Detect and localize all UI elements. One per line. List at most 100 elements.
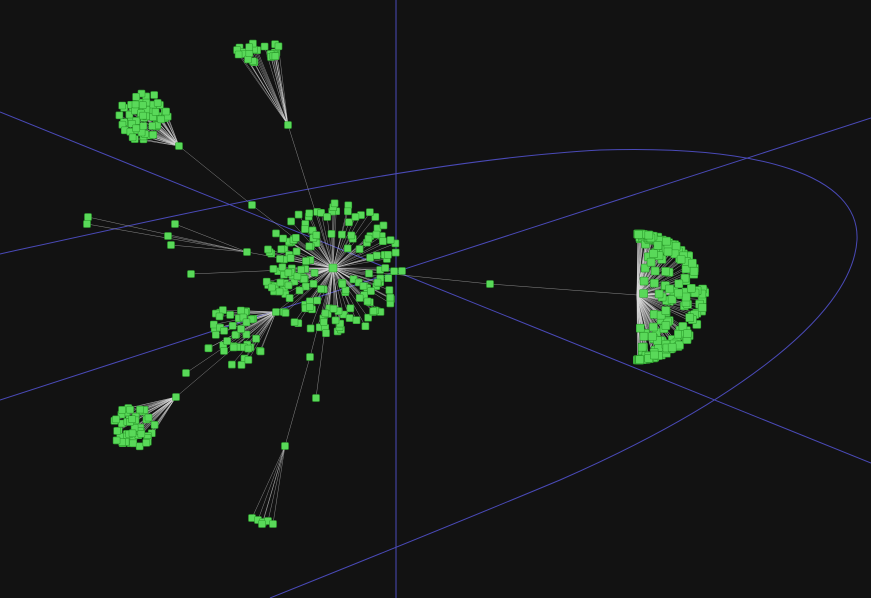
- hub-cluster-node[interactable]: [338, 230, 346, 239]
- hub-cluster-node[interactable]: [372, 251, 381, 260]
- bridge-node[interactable]: [398, 267, 406, 275]
- dome-cluster-node[interactable]: [639, 332, 649, 341]
- lower-left-cluster-node[interactable]: [112, 415, 120, 424]
- dome-cluster-node[interactable]: [654, 289, 664, 299]
- hub-cluster-node[interactable]: [347, 231, 356, 240]
- hub-cluster-node[interactable]: [363, 297, 372, 306]
- hub-cluster-node[interactable]: [302, 257, 310, 265]
- grid-cluster-node[interactable]: [231, 331, 240, 339]
- dome-cluster-node[interactable]: [648, 332, 657, 341]
- hub-cluster-node[interactable]: [321, 309, 330, 318]
- hub-cluster-node[interactable]: [292, 247, 301, 256]
- dome-cluster-node[interactable]: [639, 276, 649, 286]
- hub-cluster-node[interactable]: [346, 304, 355, 313]
- hub-cluster-node[interactable]: [297, 265, 306, 274]
- grid-cluster-node[interactable]: [237, 306, 245, 315]
- lower-left-cluster-node[interactable]: [126, 405, 134, 414]
- hub-cluster-node[interactable]: [310, 268, 319, 277]
- hub-cluster-node[interactable]: [379, 237, 387, 245]
- bridge-node[interactable]: [175, 142, 183, 150]
- grid-cluster-node[interactable]: [204, 344, 213, 353]
- bottom-cluster-node[interactable]: [258, 520, 266, 528]
- hub-cluster-node[interactable]: [276, 255, 284, 263]
- upper-left-cluster-node[interactable]: [139, 101, 147, 109]
- upper-left-cluster-node[interactable]: [157, 115, 165, 124]
- grid-cluster-node[interactable]: [237, 325, 245, 333]
- hub-cluster-node[interactable]: [355, 245, 364, 253]
- hub-cluster-node[interactable]: [365, 269, 373, 278]
- lower-left-cluster-node[interactable]: [135, 442, 144, 451]
- dome-cluster-node[interactable]: [681, 292, 691, 302]
- hub-cluster-node[interactable]: [322, 329, 330, 338]
- hub-cluster-node[interactable]: [330, 199, 339, 208]
- hub-cluster-node[interactable]: [385, 286, 394, 294]
- dome-cluster-node[interactable]: [634, 230, 643, 239]
- grid-cluster-node[interactable]: [244, 344, 253, 353]
- grid-cluster-node[interactable]: [252, 334, 260, 343]
- bridge-node[interactable]: [486, 280, 494, 288]
- dome-cluster-node[interactable]: [649, 322, 658, 332]
- dome-cluster-node[interactable]: [678, 322, 688, 331]
- lower-left-cluster-node[interactable]: [144, 413, 153, 422]
- upper-left-cluster-node[interactable]: [162, 107, 170, 116]
- hub-cluster-node[interactable]: [264, 245, 272, 254]
- grid-cluster-node[interactable]: [226, 311, 234, 319]
- dome-cluster-node[interactable]: [671, 241, 681, 251]
- hub-cluster-node[interactable]: [299, 275, 308, 283]
- upper-left-cluster-node[interactable]: [132, 93, 140, 101]
- hub-cluster-node[interactable]: [355, 294, 364, 302]
- left-tiny-node[interactable]: [83, 220, 91, 228]
- grid-cluster-node[interactable]: [228, 321, 237, 330]
- dome-cluster-node[interactable]: [663, 247, 673, 257]
- grid-cluster-node[interactable]: [244, 356, 253, 364]
- dome-cluster-node[interactable]: [674, 329, 683, 339]
- dome-cluster-node[interactable]: [667, 295, 677, 304]
- hub-cluster-node[interactable]: [278, 263, 287, 272]
- lower-left-cluster-node[interactable]: [112, 436, 121, 445]
- hub-cluster-node[interactable]: [366, 253, 374, 262]
- grid-cluster-node[interactable]: [210, 320, 218, 329]
- left-tiny-node[interactable]: [167, 241, 175, 249]
- bottom-cluster-node[interactable]: [269, 520, 277, 528]
- grid-cluster-node[interactable]: [220, 347, 228, 355]
- dome-cluster-node[interactable]: [683, 329, 692, 339]
- hub-cluster-node[interactable]: [313, 296, 322, 305]
- dome-cluster-node[interactable]: [675, 340, 684, 350]
- hub-cluster-node[interactable]: [367, 287, 375, 295]
- hub-cluster-node[interactable]: [275, 287, 284, 296]
- dome-cluster-node[interactable]: [686, 283, 696, 293]
- lower-left-cluster-node[interactable]: [128, 429, 137, 438]
- dome-cluster-node[interactable]: [644, 230, 654, 240]
- hub-cluster-node[interactable]: [373, 278, 382, 287]
- bridge-node[interactable]: [281, 442, 289, 450]
- hub-cluster-node[interactable]: [284, 281, 293, 290]
- hub-cluster-node[interactable]: [281, 309, 290, 317]
- central-hub-node[interactable]: [328, 263, 338, 273]
- hub-cluster-node[interactable]: [276, 278, 285, 287]
- hub-cluster-node[interactable]: [294, 210, 303, 219]
- hub-cluster-node[interactable]: [331, 316, 340, 325]
- hub-cluster-node[interactable]: [267, 283, 276, 292]
- dome-cluster-node[interactable]: [661, 306, 671, 315]
- hub-cluster-node[interactable]: [319, 318, 328, 326]
- hub-cluster-node[interactable]: [306, 324, 315, 333]
- grid-cluster-node[interactable]: [219, 306, 227, 314]
- hub-cluster-node[interactable]: [366, 208, 374, 216]
- dome-cluster-node[interactable]: [667, 343, 677, 352]
- grid-cluster-node[interactable]: [220, 326, 228, 335]
- hub-cluster-node[interactable]: [286, 254, 295, 262]
- bridge-node[interactable]: [306, 353, 314, 361]
- dome-cluster-node[interactable]: [637, 342, 647, 352]
- dome-cluster-node[interactable]: [661, 321, 671, 330]
- upper-left-cluster-node[interactable]: [132, 124, 140, 133]
- hub-cluster-node[interactable]: [301, 282, 310, 291]
- dome-cluster-node[interactable]: [665, 284, 674, 294]
- upper-left-cluster-node[interactable]: [151, 108, 160, 116]
- dome-cluster-node[interactable]: [650, 278, 659, 288]
- hub-cluster-node[interactable]: [290, 318, 299, 327]
- hub-cluster-node[interactable]: [317, 285, 325, 293]
- upper-left-cluster-node[interactable]: [148, 122, 156, 130]
- dome-cluster-node[interactable]: [646, 257, 656, 267]
- dome-cluster-node[interactable]: [653, 241, 663, 250]
